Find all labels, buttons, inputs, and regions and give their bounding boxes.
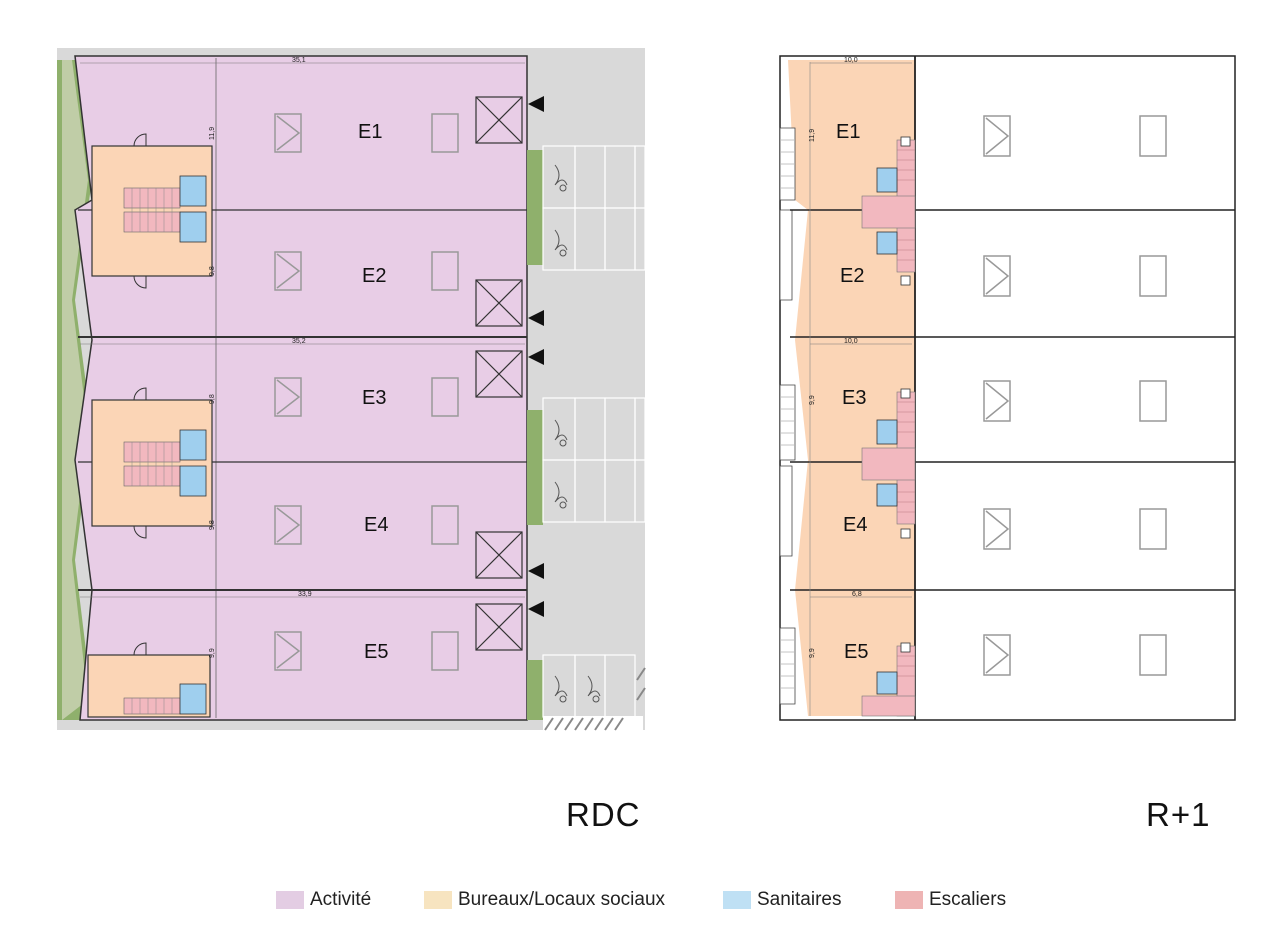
rdc-unit-label-e3: E3	[362, 387, 386, 409]
legend-swatch-activite	[276, 891, 304, 909]
rdc-dim-block1: 35,1	[292, 57, 306, 64]
rdc-bureaux-e1e2	[91, 145, 213, 277]
r1-dim-e3: 9,9	[809, 395, 816, 405]
rdc-parking	[527, 145, 646, 731]
level-title-rdc: RDC	[566, 796, 641, 833]
legend-item-activite: Activité	[276, 887, 371, 913]
rdc-dim-block2: 35,2	[292, 338, 306, 345]
rdc-dim-e4: 9,8	[209, 520, 216, 530]
legend-label-sanitaires: Sanitaires	[757, 889, 842, 910]
legend-swatch-sanitaires	[723, 891, 751, 909]
legend-label-activite: Activité	[310, 889, 372, 910]
legend-swatch-bureaux	[424, 891, 452, 909]
legend-item-bureaux: Bureaux/Locaux sociaux	[424, 887, 665, 913]
rdc-loading-doors	[475, 96, 523, 651]
r1-dim-e1: 11,9	[809, 129, 816, 142]
rdc-access-arrows	[528, 96, 544, 617]
legend: Activité Bureaux/Locaux sociaux Sanitair…	[0, 887, 1280, 913]
r1-plan: E1 E2 E3 E4 E5 10,0 10,0 6,8 11,9 9,9 9,…	[779, 55, 1236, 721]
r1-dim-block2: 10,0	[844, 338, 858, 345]
rdc-dim-e1: 11,9	[209, 127, 216, 140]
r1-unit-label-e3: E3	[842, 387, 866, 409]
r1-unit-label-e4: E4	[843, 514, 867, 536]
rdc-unit-label-e4: E4	[364, 514, 388, 536]
rdc-sanitaires	[179, 175, 207, 715]
rdc-dim-block3: 33,9	[298, 591, 312, 598]
level-title-r1: R+1	[1146, 796, 1211, 833]
r1-dim-e5: 9,9	[809, 648, 816, 658]
r1-unit-label-e5: E5	[844, 641, 868, 663]
legend-item-escaliers: Escaliers	[895, 887, 1006, 913]
rdc-dim-e2: 9,8	[209, 266, 216, 276]
rdc-unit-label-e2: E2	[362, 265, 386, 287]
r1-unit-label-e1: E1	[836, 121, 860, 143]
r1-dim-block1: 10,0	[844, 57, 858, 64]
r1-skylights	[983, 115, 1167, 676]
r1-unit-label-e2: E2	[840, 265, 864, 287]
r1-dim-block3: 6,8	[852, 591, 862, 598]
r1-sanitaires	[876, 167, 898, 695]
rdc-unit-label-e5: E5	[364, 641, 388, 663]
r1-facade-louvers	[779, 127, 796, 705]
legend-label-bureaux: Bureaux/Locaux sociaux	[458, 889, 666, 910]
legend-item-sanitaires: Sanitaires	[723, 887, 842, 913]
rdc-unit-label-e1: E1	[358, 121, 382, 143]
legend-swatch-escaliers	[895, 891, 923, 909]
legend-label-escaliers: Escaliers	[929, 889, 1007, 910]
rdc-plan: E1 E2 E3 E4 E5 35,1 35,2 33,9 11,9 9,8 9…	[57, 48, 646, 731]
rdc-skylights	[274, 113, 459, 671]
rdc-dim-e3: 9,8	[209, 394, 216, 404]
rdc-dim-e5: 9,9	[209, 648, 216, 658]
rdc-bureaux-e3e4	[91, 399, 213, 527]
